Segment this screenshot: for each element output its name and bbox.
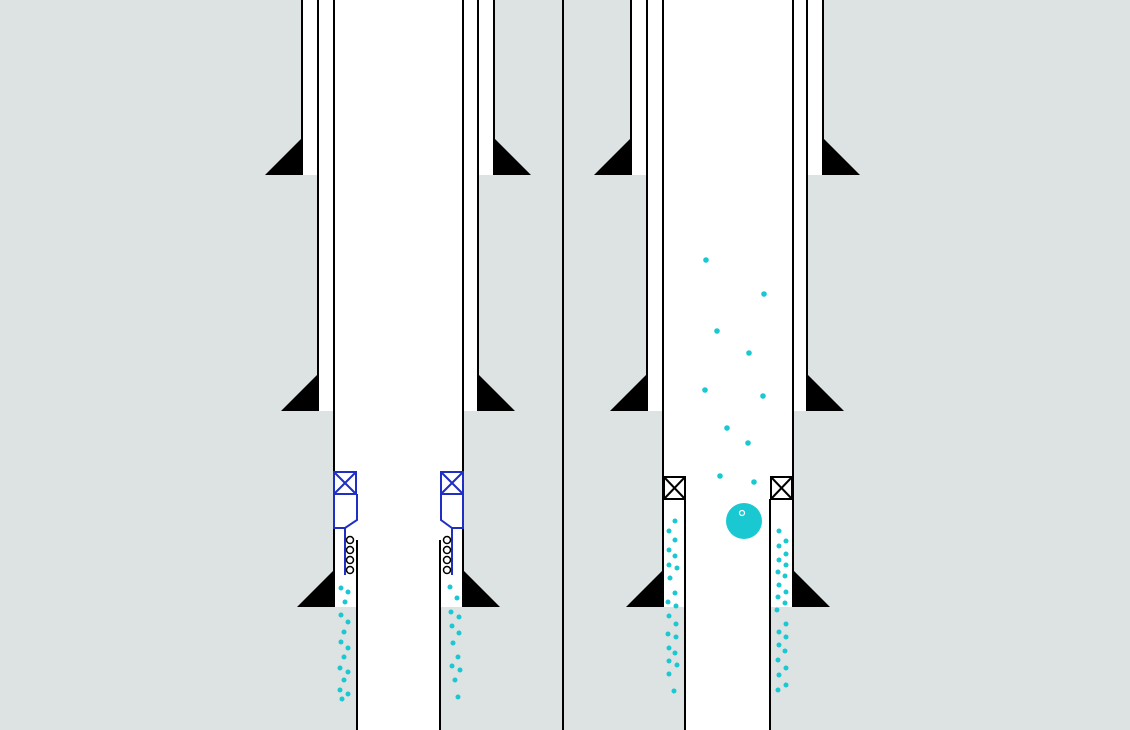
right-bore-particles — [702, 257, 767, 485]
left-packer-tool-left — [333, 471, 358, 575]
right-packer-right — [770, 476, 793, 500]
casing-shoe-icon — [594, 138, 631, 175]
drop-ball-icon — [726, 503, 762, 539]
right-intermediate-casing-bore — [647, 175, 807, 411]
right-packer-left — [663, 476, 686, 500]
right-well-panel — [594, 0, 860, 730]
casing-shoe-icon — [807, 374, 844, 411]
right-outer-casing-bore — [631, 0, 823, 175]
packer-icon — [333, 471, 357, 495]
left-liner-bore — [357, 607, 440, 730]
casing-shoe-icon — [265, 138, 302, 175]
left-casing-shoes — [265, 138, 531, 607]
right-inner-casing-bore — [663, 411, 793, 607]
right-liner-bore — [685, 607, 770, 730]
left-slips-left — [345, 535, 355, 575]
left-inner-casing-bore — [334, 411, 463, 607]
casing-shoe-icon — [297, 570, 334, 607]
casing-shoe-icon — [610, 374, 647, 411]
casing-shoe-icon — [494, 138, 531, 175]
right-casing-shoes — [594, 138, 860, 607]
left-intermediate-casing-bore — [318, 175, 478, 411]
right-annulus-particles — [665, 518, 789, 694]
packer-icon — [440, 471, 464, 495]
casing-shoe-icon — [478, 374, 515, 411]
left-packer-tool-right — [440, 471, 464, 575]
casing-shoe-icon — [463, 570, 500, 607]
casing-shoe-icon — [823, 138, 860, 175]
casing-shoe-icon — [793, 570, 830, 607]
casing-shoe-icon — [281, 374, 318, 411]
casing-shoe-icon — [626, 570, 663, 607]
left-slips-right — [442, 535, 452, 575]
left-outer-casing-bore — [302, 0, 494, 175]
left-fluid-particles — [337, 584, 463, 702]
left-well-panel — [265, 0, 531, 730]
